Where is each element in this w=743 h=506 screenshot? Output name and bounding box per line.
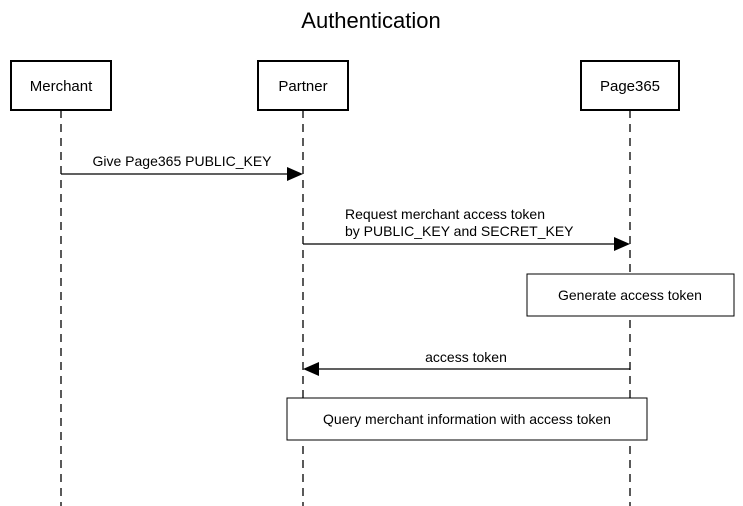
note-label: Query merchant information with access t… xyxy=(323,411,611,427)
actor-label-partner: Partner xyxy=(278,78,327,95)
message-label: access token xyxy=(425,349,507,365)
message-label-line-1: Request merchant access token xyxy=(345,206,545,222)
actor-label-page365: Page365 xyxy=(600,78,660,95)
message-request-access-token: Request merchant access token by PUBLIC_… xyxy=(303,206,630,251)
note-query-merchant-information: Query merchant information with access t… xyxy=(286,397,648,441)
message-give-public-key: Give Page365 PUBLIC_KEY xyxy=(61,153,303,181)
actor-box-page365 xyxy=(580,60,680,111)
actor-label-merchant: Merchant xyxy=(30,78,93,95)
arrowhead-left-icon xyxy=(303,362,319,376)
arrowhead-right-icon xyxy=(614,237,630,251)
actor-box-partner xyxy=(257,60,349,111)
actor-merchant: Merchant xyxy=(10,60,112,111)
actor-box-merchant xyxy=(10,60,112,111)
note-box xyxy=(526,273,735,317)
note-label: Generate access token xyxy=(558,287,702,303)
note-box xyxy=(286,397,648,441)
actor-partner: Partner xyxy=(257,60,349,111)
actor-page365: Page365 xyxy=(580,60,680,111)
message-label: Give Page365 PUBLIC_KEY xyxy=(93,153,273,169)
message-label-line-2: by PUBLIC_KEY and SECRET_KEY xyxy=(345,223,574,239)
message-access-token: access token xyxy=(303,349,630,376)
diagram-title: Authentication xyxy=(301,8,440,33)
arrowhead-right-icon xyxy=(287,167,303,181)
note-generate-access-token: Generate access token xyxy=(526,273,735,317)
